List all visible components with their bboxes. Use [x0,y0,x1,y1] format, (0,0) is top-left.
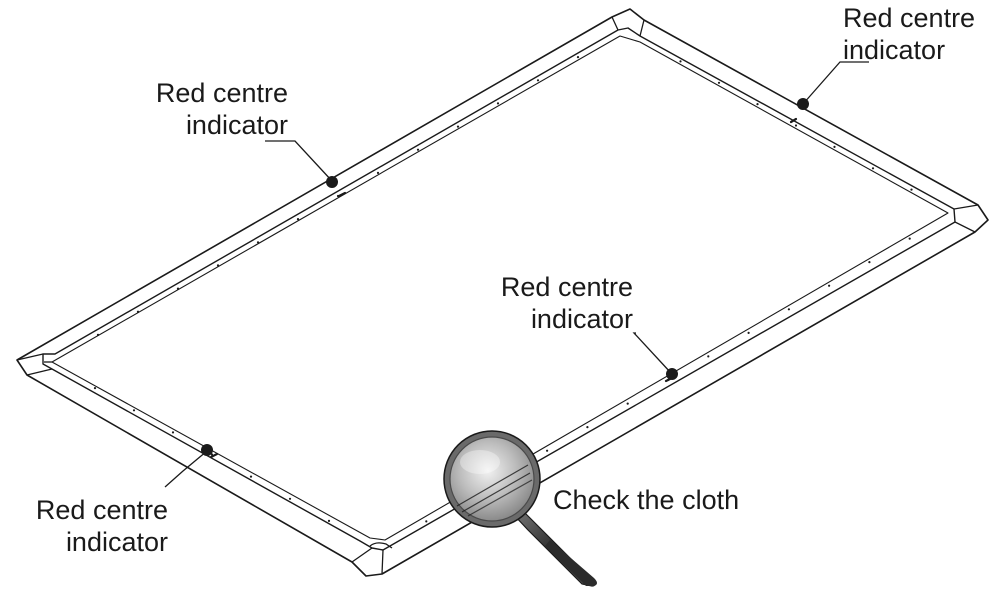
leader-lines [164,61,869,488]
callout-top-left: Red centre indicator [110,77,288,141]
rail-mark [871,167,875,170]
rail-mark [256,241,260,244]
rail-mark [456,125,460,128]
rail-mark [93,387,97,390]
magnifier-label: Check the cloth [553,485,740,515]
callout-bottom-left-line1: Red centre [35,495,168,525]
rail-mark [679,60,682,63]
rail-mark [828,284,831,287]
callout-top-right-line1: Red centre [843,3,976,33]
frame-outer [16,8,989,577]
rail-mark [747,331,750,334]
magnifying-glass-icon [443,430,597,587]
callout-bottom-left: Red centre indicator [0,494,168,558]
rail-mark [717,81,721,84]
indicator-dot-middle [666,368,678,380]
rail-mark [908,237,911,240]
indicator-dot-top-left [326,176,338,188]
rail-mark [794,124,798,127]
corner-notches [16,16,979,575]
rail-mark [787,308,791,311]
rail-mark [576,56,580,59]
rail-mark [496,102,500,105]
rail-mark [171,431,175,434]
indicator-dot-top-right [797,98,809,110]
rail-mark [132,409,136,412]
callout-top-left-line1: Red centre [155,78,288,108]
rail-mark [416,148,420,151]
rail-mark [707,355,710,358]
rail-mark [176,287,180,290]
callout-top-right: Red centre indicator [843,2,1003,66]
rail-mark [546,449,549,452]
rail-mark [296,218,300,221]
rail-mark [249,475,253,478]
callout-middle: Red centre indicator [455,271,633,335]
indicator-dot-bottom-left [201,444,213,456]
rail-mark [536,79,540,82]
rail-mark [756,103,759,106]
rail-mark [136,310,140,313]
rail-mark [586,426,589,429]
rail-mark [626,402,629,405]
frame-cloth-edge [51,35,949,541]
rail-mark [910,188,913,191]
callout-middle-line1: Red centre [500,272,633,302]
callout-middle-line2: indicator [530,304,633,334]
callout-top-left-line2: indicator [185,110,288,140]
callout-top-right-line2: indicator [843,35,946,65]
rail-mark [288,497,292,500]
rail-mark [425,520,428,523]
callout-bottom-left-line2: indicator [65,527,168,557]
rail-mark [96,333,100,336]
rail-mark [868,261,871,264]
rail-mark [327,519,331,523]
rail-mark [376,171,380,174]
rail-mark [216,264,220,267]
rail-mark [833,145,836,148]
